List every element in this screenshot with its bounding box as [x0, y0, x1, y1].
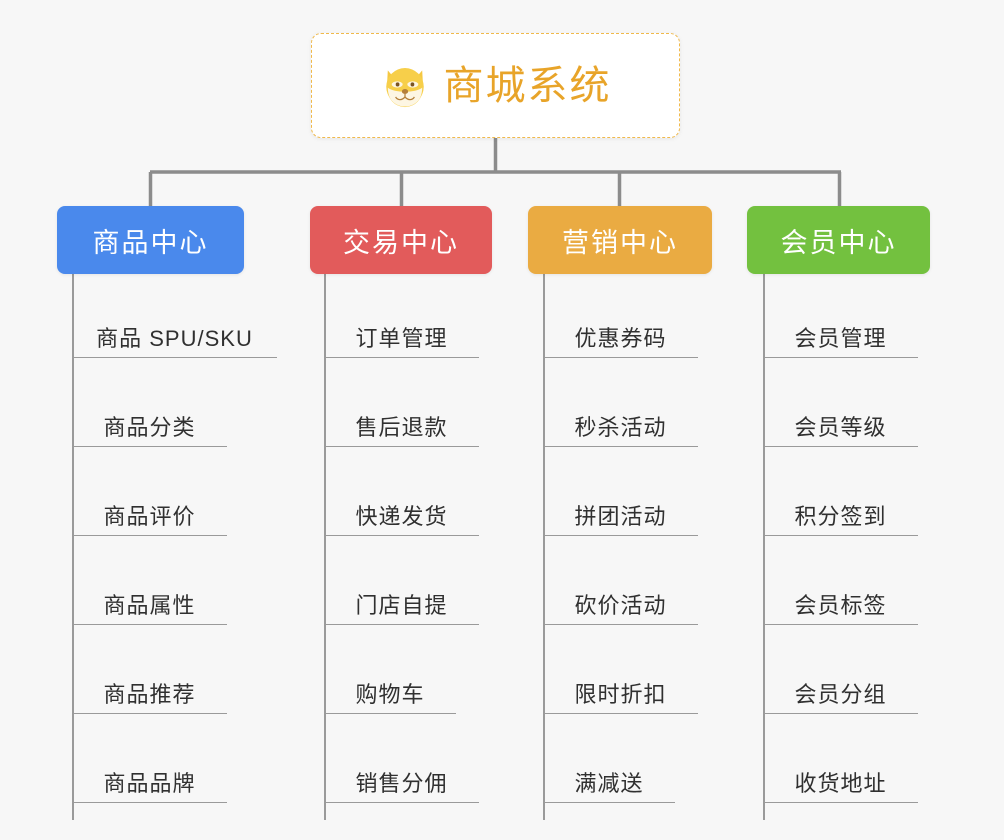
column-rail-2	[324, 274, 326, 820]
leaf-label: 会员等级	[794, 415, 887, 440]
leaf-label: 会员分组	[794, 682, 887, 707]
leaf-item[interactable]: 优惠券码	[543, 312, 698, 358]
leaf-item[interactable]: 售后退款	[324, 401, 479, 447]
leaf-label: 商品 SPU/SKU	[96, 326, 253, 351]
leaf-item[interactable]: 快递发货	[324, 490, 479, 536]
leaf-item[interactable]: 订单管理	[324, 312, 479, 358]
leaf-label: 商品属性	[103, 593, 196, 618]
leaf-label: 售后退款	[355, 415, 448, 440]
leaf-label: 快递发货	[355, 504, 448, 529]
leaf-label: 会员管理	[794, 326, 887, 351]
leaf-item[interactable]: 门店自提	[324, 579, 479, 625]
leaf-item[interactable]: 限时折扣	[543, 668, 698, 714]
category-label: 交易中心	[343, 227, 459, 258]
column-rail-3	[543, 274, 545, 820]
root-node[interactable]: 商城系统	[311, 33, 680, 138]
leaf-label: 限时折扣	[574, 682, 667, 707]
category-label: 会员中心	[780, 227, 897, 258]
column-rail-4	[763, 274, 765, 820]
root-title-label: 商城系统	[443, 63, 612, 108]
category-box-marketing-center[interactable]: 营销中心	[528, 206, 712, 274]
leaf-label: 秒杀活动	[574, 415, 667, 440]
leaf-item[interactable]: 商品评价	[72, 490, 227, 536]
leaf-label: 销售分佣	[355, 771, 448, 796]
leaf-item[interactable]: 会员等级	[763, 401, 918, 447]
leaf-item[interactable]: 商品 SPU/SKU	[72, 312, 277, 358]
leaf-label: 拼团活动	[574, 504, 667, 529]
category-box-product-center[interactable]: 商品中心	[57, 206, 244, 274]
leaf-item[interactable]: 商品属性	[72, 579, 227, 625]
leaf-label: 优惠券码	[574, 326, 667, 351]
leaf-label: 商品品牌	[103, 771, 196, 796]
category-box-trade-center[interactable]: 交易中心	[310, 206, 492, 274]
leaf-item[interactable]: 购物车	[324, 668, 456, 714]
leaf-label: 砍价活动	[574, 593, 667, 618]
leaf-label: 满减送	[574, 771, 644, 796]
leaf-item[interactable]: 销售分佣	[324, 757, 479, 803]
leaf-item[interactable]: 积分签到	[763, 490, 918, 536]
leaf-label: 商品评价	[103, 504, 196, 529]
dog-face-emoji-icon	[385, 67, 424, 107]
leaf-item[interactable]: 商品推荐	[72, 668, 227, 714]
leaf-label: 收货地址	[794, 771, 887, 796]
leaf-label: 门店自提	[355, 593, 448, 618]
leaf-label: 会员标签	[794, 593, 887, 618]
category-box-member-center[interactable]: 会员中心	[747, 206, 930, 274]
leaf-label: 积分签到	[794, 504, 887, 529]
leaf-label: 商品分类	[103, 415, 196, 440]
leaf-item[interactable]: 会员管理	[763, 312, 918, 358]
leaf-item[interactable]: 拼团活动	[543, 490, 698, 536]
leaf-item[interactable]: 商品品牌	[72, 757, 227, 803]
leaf-label: 订单管理	[355, 326, 448, 351]
leaf-item[interactable]: 商品分类	[72, 401, 227, 447]
leaf-item[interactable]: 会员标签	[763, 579, 918, 625]
column-rail-1	[72, 274, 74, 820]
leaf-item[interactable]: 会员分组	[763, 668, 918, 714]
leaf-label: 购物车	[355, 682, 425, 707]
leaf-item[interactable]: 收货地址	[763, 757, 918, 803]
leaf-label: 商品推荐	[103, 682, 196, 707]
category-label: 商品中心	[92, 227, 209, 258]
leaf-item[interactable]: 满减送	[543, 757, 675, 803]
leaf-item[interactable]: 砍价活动	[543, 579, 698, 625]
leaf-item[interactable]: 秒杀活动	[543, 401, 698, 447]
category-label: 营销中心	[562, 227, 678, 258]
